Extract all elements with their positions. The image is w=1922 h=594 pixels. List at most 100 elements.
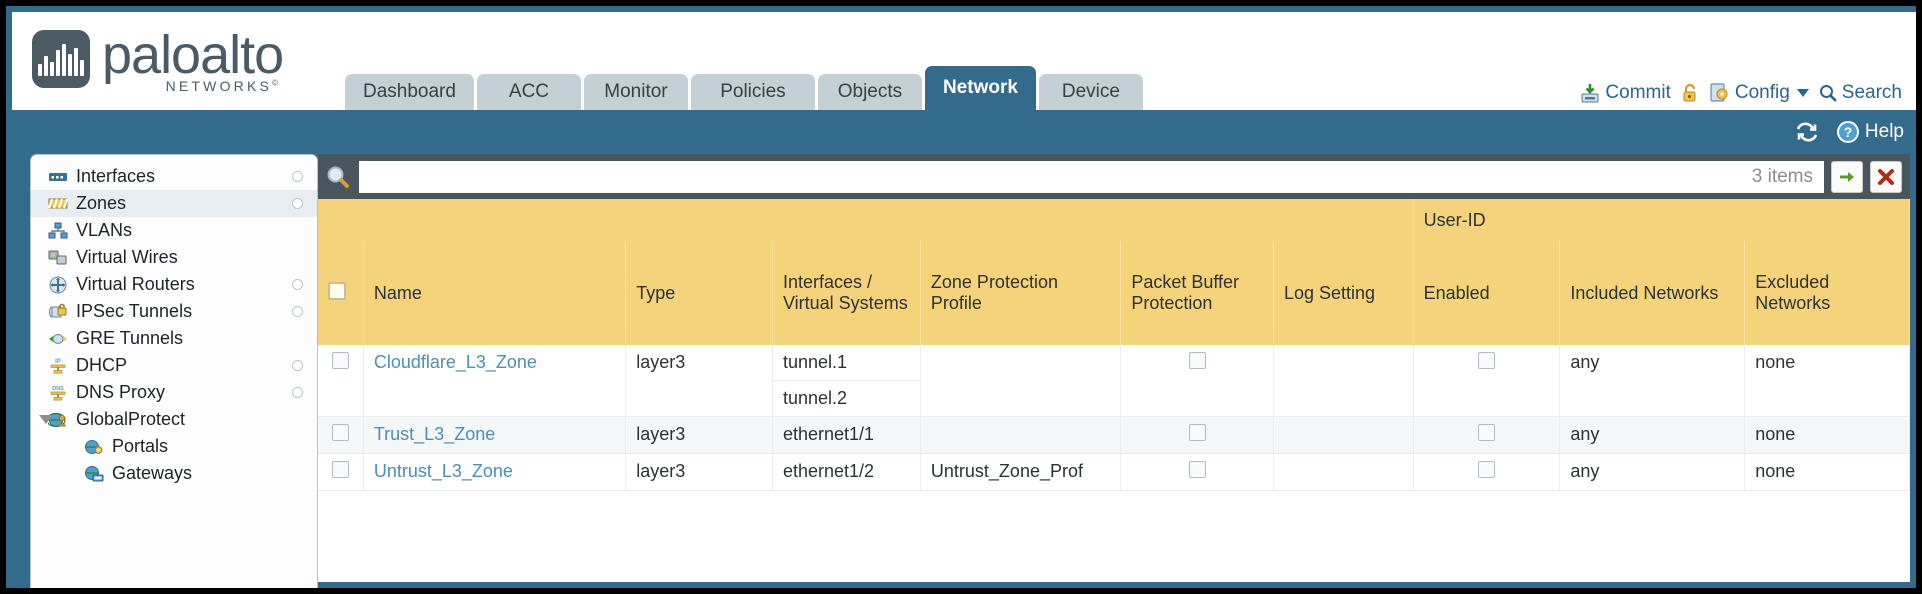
log-setting-cell [1273,416,1414,454]
help-label: Help [1864,121,1904,142]
brand-subtitle: NETWORKS© [165,78,282,94]
column-header-type[interactable]: Type [625,241,773,345]
sidebar-item-portals[interactable]: Portals [31,433,317,460]
gateways-icon [83,464,105,484]
help-link[interactable]: ? Help [1836,120,1904,144]
apply-filter-button[interactable] [1831,160,1863,193]
column-header-enabled[interactable]: Enabled [1413,241,1561,345]
user-id-enabled-checkbox[interactable] [1477,424,1495,441]
zone-name-link[interactable]: Cloudflare_L3_Zone [373,352,537,372]
sidebar-item-ipsec-tunnels[interactable]: IPSec Tunnels [31,298,317,325]
zone-type-cell: layer3 [625,453,773,491]
sidebar-item-virtual-routers[interactable]: Virtual Routers [31,271,317,298]
packet-buffer-protection-cell[interactable] [1120,453,1274,491]
sidebar-item-vlans[interactable]: VLANs [31,217,317,244]
column-header-log-setting[interactable]: Log Setting [1273,241,1414,345]
packet-buffer-protection-checkbox[interactable] [1188,461,1206,478]
commit-icon [1581,84,1599,103]
tab-network[interactable]: Network [924,66,1036,110]
select-all-header [318,241,364,345]
column-header-interfaces-virtual-systems[interactable]: Interfaces / Virtual Systems [772,241,921,345]
zone-protection-profile-cell [920,416,1122,454]
zone-name-link[interactable]: Trust_L3_Zone [373,424,496,444]
sidebar-item-label: GlobalProtect [76,409,186,429]
packet-buffer-protection-checkbox[interactable] [1188,424,1206,441]
sidebar-item-label: DNS Proxy [76,382,166,402]
row-select-cell[interactable] [318,345,364,417]
refresh-icon[interactable] [1794,120,1820,144]
sidebar-item-zones[interactable]: Zones [31,190,317,217]
tab-dashboard[interactable]: Dashboard [345,74,474,110]
column-header-zone-protection-profile[interactable]: Zone Protection Profile [920,241,1122,345]
zone-protection-profile-cell [920,345,1122,417]
tab-objects[interactable]: Objects [817,74,922,110]
sidebar-item-label: DHCP [76,355,128,375]
search-icon [1819,85,1837,102]
zone-name-cell: Cloudflare_L3_Zone [363,345,627,417]
select-all-checkbox[interactable] [328,281,346,300]
config-label: Config [1734,82,1790,103]
sidebar-item-globalprotect[interactable]: GlobalProtect [31,406,317,433]
row-select-cell[interactable] [318,453,364,491]
zone-name-cell: Untrust_L3_Zone [363,453,627,491]
commit-button[interactable]: Commit [1579,82,1671,104]
sub-toolbar-actions: ? Help [1794,120,1904,144]
sidebar-item-virtual-wires[interactable]: Virtual Wires [31,244,317,271]
packet-buffer-protection-cell[interactable] [1120,416,1274,454]
config-menu[interactable]: Config [1709,82,1809,104]
user-id-enabled-checkbox[interactable] [1477,461,1495,478]
column-header-excluded-networks[interactable]: Excluded Networks [1744,241,1910,345]
search-input-wrapper[interactable]: 3 items [359,160,1824,193]
sidebar-item-label: IPSec Tunnels [76,301,193,321]
tab-acc[interactable]: ACC [476,74,581,110]
row-checkbox[interactable] [331,461,349,478]
expand-triangle-icon[interactable] [39,415,53,424]
svg-text:IP: IP [55,359,61,365]
padlock-icon [1683,83,1696,102]
row-checkbox[interactable] [331,352,349,369]
group-header-row: User-ID [318,199,1910,241]
zone-name-cell: Trust_L3_Zone [363,416,627,454]
sidebar-item-gateways[interactable]: Gateways [31,460,317,487]
sidebar-item-label: GRE Tunnels [76,328,184,348]
sidebar-item-gre-tunnels[interactable]: GRE Tunnels [31,325,317,352]
row-select-cell[interactable] [318,416,364,454]
tab-policies[interactable]: Policies [690,74,815,110]
commit-label: Commit [1605,82,1671,103]
search-label: Search [1841,82,1902,103]
zones-icon [47,194,69,214]
excluded-networks-cell: none [1744,453,1910,491]
row-checkbox[interactable] [331,424,349,441]
virtual-wires-icon [47,248,69,268]
zone-protection-profile-cell: Untrust_Zone_Prof [920,453,1122,491]
packet-buffer-protection-checkbox[interactable] [1188,352,1206,369]
user-id-enabled-checkbox[interactable] [1477,352,1495,369]
unlock-button[interactable] [1680,82,1700,104]
included-networks-cell: any [1559,416,1746,454]
search-button[interactable]: Search [1818,82,1902,104]
zone-name-link[interactable]: Untrust_L3_Zone [373,461,513,481]
column-header-name[interactable]: Name [363,241,627,345]
sidebar-item-interfaces[interactable]: Interfaces [31,163,317,190]
user-id-enabled-cell[interactable] [1413,345,1561,417]
magnifier-icon[interactable] [324,164,352,190]
user-id-enabled-cell[interactable] [1413,416,1561,454]
sidebar-item-dhcp[interactable]: IP DHCP [31,352,317,379]
sidebar-item-label: Virtual Routers [76,274,195,294]
tab-device[interactable]: Device [1038,74,1143,110]
packet-buffer-protection-cell[interactable] [1120,345,1274,417]
tab-monitor[interactable]: Monitor [583,74,688,110]
column-header-included-networks[interactable]: Included Networks [1559,241,1746,345]
column-header-packet-buffer-protection[interactable]: Packet Buffer Protection [1120,241,1274,345]
user-id-enabled-cell[interactable] [1413,453,1561,491]
paloalto-logo-icon [32,30,90,88]
clear-filter-button[interactable] [1870,160,1902,193]
